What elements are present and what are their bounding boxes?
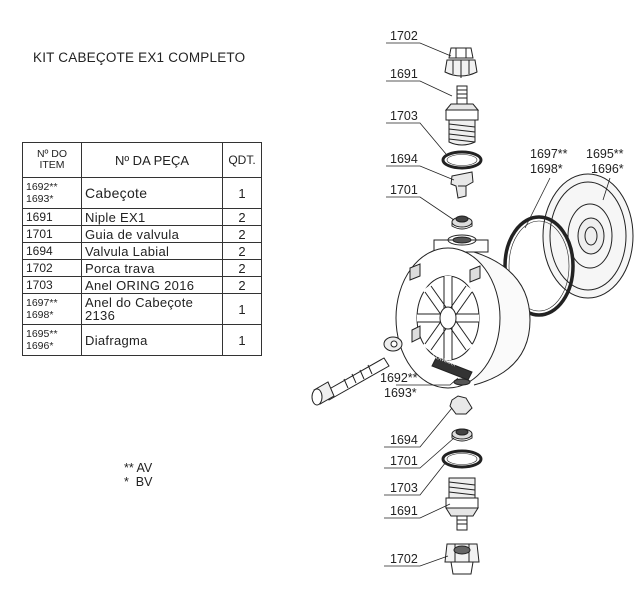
top-valve-guide-part bbox=[451, 215, 473, 230]
pump-head-part bbox=[395, 234, 531, 389]
callout-ring-1697: 1697** bbox=[530, 147, 568, 161]
table-row: 1697** 1698* Anel do Cabeçote 2136 1 bbox=[22, 293, 262, 325]
item-number-cell: 1692** 1693* bbox=[22, 177, 82, 209]
callout-top-1701: 1701 bbox=[390, 183, 418, 197]
item-number-cell: 1702 bbox=[22, 259, 82, 277]
table-row: 1702 Porca trava 2 bbox=[22, 259, 262, 277]
table-header-row: Nº DO ITEM Nº DA PEÇA QDT. bbox=[22, 142, 262, 178]
top-lip-valve-part bbox=[450, 171, 474, 199]
quantity-cell: 1 bbox=[222, 324, 262, 356]
legend-bv: * BV bbox=[124, 475, 153, 489]
part-name-cell: Porca trava bbox=[81, 259, 223, 277]
callout-top-1694: 1694 bbox=[390, 152, 418, 166]
bottom-oring-part bbox=[441, 449, 483, 469]
item-number-cell: 1697** 1698* bbox=[22, 293, 82, 325]
callout-ring-1698: 1698* bbox=[530, 162, 563, 176]
diaphragm-part bbox=[542, 173, 634, 299]
part-name-cell: Diafragma bbox=[81, 324, 223, 356]
part-name-cell: Valvula Labial bbox=[81, 242, 223, 260]
legend: ** AV * BV bbox=[124, 461, 153, 489]
table-row: 1695** 1696* Diafragma 1 bbox=[22, 324, 262, 356]
item-number-line1: 1695** bbox=[26, 328, 58, 340]
bill-of-materials-table: Nº DO ITEM Nº DA PEÇA QDT. 1692** 1693* … bbox=[22, 142, 262, 356]
header-item-line1: Nº DO bbox=[36, 148, 68, 160]
item-number-line1: 1692** bbox=[26, 181, 58, 193]
callout-bottom-1703: 1703 bbox=[390, 481, 418, 495]
item-number-line2: 1698* bbox=[26, 309, 54, 321]
callout-diaphragm-1696: 1696* bbox=[591, 162, 624, 176]
part-name-line2: 2136 bbox=[85, 308, 116, 323]
callout-top-1703: 1703 bbox=[390, 109, 418, 123]
callout-bottom-1702: 1702 bbox=[390, 552, 418, 566]
table-row: 1694 Valvula Labial 2 bbox=[22, 242, 262, 260]
part-name-line1: Anel do Cabeçote bbox=[85, 295, 194, 310]
callout-head-1693: 1693* bbox=[384, 386, 417, 400]
top-oring-part bbox=[441, 150, 483, 170]
item-number-cell: 1703 bbox=[22, 276, 82, 294]
legend-av: ** AV bbox=[124, 461, 153, 475]
bottom-nipple-part bbox=[445, 477, 479, 531]
item-number-cell: 1695** 1696* bbox=[22, 324, 82, 356]
header-item-number: Nº DO ITEM bbox=[22, 142, 82, 178]
callout-bottom-1694: 1694 bbox=[390, 433, 418, 447]
bottom-valve-guide-part bbox=[451, 428, 473, 442]
header-part-name: Nº DA PEÇA bbox=[81, 142, 223, 178]
part-name-cell: Guia de valvula bbox=[81, 225, 223, 243]
part-name-cell: Cabeçote bbox=[81, 177, 223, 209]
callout-bottom-1691: 1691 bbox=[390, 504, 418, 518]
callout-top-1691: 1691 bbox=[390, 67, 418, 81]
quantity-cell: 2 bbox=[222, 208, 262, 226]
top-lock-nut-part bbox=[444, 47, 478, 78]
diagram-title: KIT CABEÇOTE EX1 COMPLETO bbox=[33, 50, 246, 65]
part-name-cell: Niple EX1 bbox=[81, 208, 223, 226]
callout-head-1692: 1692** bbox=[380, 371, 418, 385]
item-number-line2: 1693* bbox=[26, 193, 54, 205]
leader-lines bbox=[384, 42, 611, 567]
callout-bottom-1701: 1701 bbox=[390, 454, 418, 468]
bottom-lock-nut-part bbox=[444, 543, 480, 575]
bolt-part bbox=[311, 336, 403, 406]
header-item-line2: ITEM bbox=[39, 159, 65, 171]
part-name-cell: Anel ORING 2016 bbox=[81, 276, 223, 294]
item-number-line2: 1696* bbox=[26, 340, 54, 352]
quantity-cell: 1 bbox=[222, 177, 262, 209]
table-row: 1692** 1693* Cabeçote 1 bbox=[22, 177, 262, 209]
table-row: 1703 Anel ORING 2016 2 bbox=[22, 276, 262, 294]
top-nipple-part bbox=[444, 85, 480, 146]
bottom-lip-valve-part bbox=[449, 395, 473, 415]
head-ring-part bbox=[503, 215, 575, 317]
quantity-cell: 1 bbox=[222, 293, 262, 325]
callout-top-1702: 1702 bbox=[390, 29, 418, 43]
item-number-line1: 1697** bbox=[26, 297, 58, 309]
callout-diaphragm-1695: 1695** bbox=[586, 147, 624, 161]
